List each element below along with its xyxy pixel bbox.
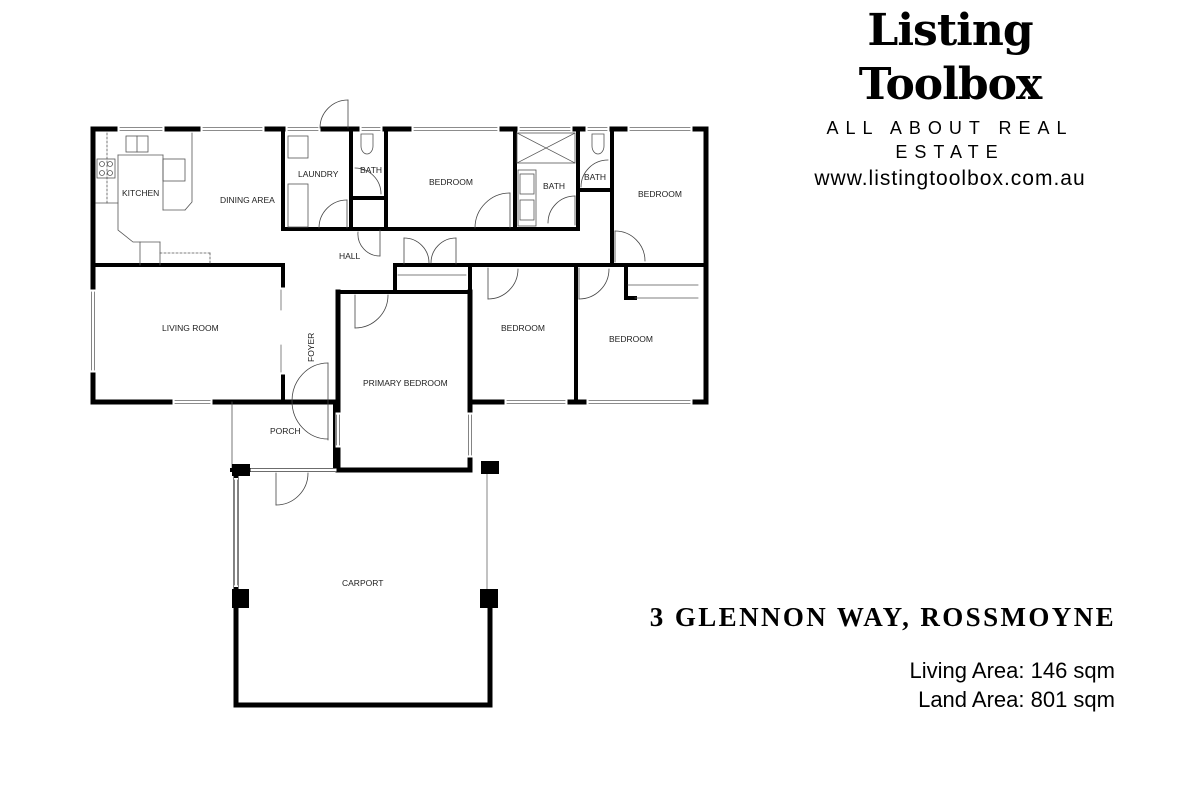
- room-bedroom4-label: BEDROOM: [609, 334, 653, 344]
- room-bath2-label: BATH: [543, 181, 565, 191]
- brand-title: Listing Toolbox: [858, 5, 1042, 110]
- room-primary-label: PRIMARY BEDROOM: [363, 378, 448, 388]
- room-foyer-label: FOYER: [306, 333, 316, 362]
- room-carport-label: CARPORT: [342, 578, 383, 588]
- room-kitchen-label: KITCHEN: [122, 188, 159, 198]
- windows: [90, 126, 693, 458]
- living-area: Living Area: 146 sqm: [909, 658, 1115, 683]
- pillars: [232, 461, 499, 608]
- interior-walls: [91, 127, 708, 472]
- fixtures: [95, 132, 699, 299]
- room-living-label: LIVING ROOM: [162, 323, 219, 333]
- brand-url: www.listingtoolbox.com.au: [814, 167, 1086, 190]
- carport-structure: [230, 401, 493, 708]
- room-dining-label: DINING AREA: [220, 195, 275, 205]
- brand-tagline: ALL ABOUT REAL ESTATE: [826, 118, 1074, 162]
- doors: [275, 99, 646, 506]
- property-address: 3 GLENNON WAY, ROSSMOYNE: [649, 602, 1116, 632]
- room-bath1-label: BATH: [360, 165, 382, 175]
- room-hall-label: HALL: [339, 251, 361, 261]
- room-labels: KITCHEN DINING AREA LAUNDRY BATH BEDROOM…: [122, 165, 682, 588]
- property-areas: Living Area: 146 sqm Land Area: 801 sqm: [910, 656, 1115, 714]
- brand-header: Listing Toolbox ALL ABOUT REAL ESTATE ww…: [770, 4, 1130, 192]
- room-porch-label: PORCH: [270, 426, 301, 436]
- room-bedroom3-label: BEDROOM: [501, 323, 545, 333]
- land-area: Land Area: 801 sqm: [918, 687, 1115, 712]
- room-bath3-label: BATH: [584, 172, 606, 182]
- room-laundry-label: LAUNDRY: [298, 169, 339, 179]
- room-bedroom2-label: BEDROOM: [638, 189, 682, 199]
- room-bedroom1-label: BEDROOM: [429, 177, 473, 187]
